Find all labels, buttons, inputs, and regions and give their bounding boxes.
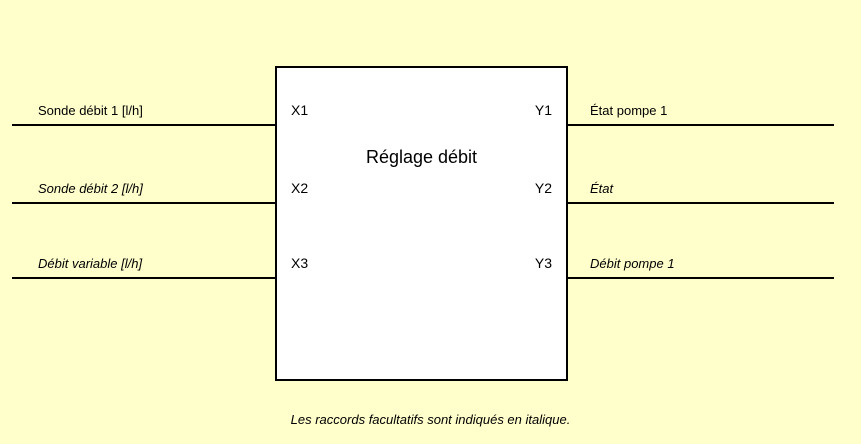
output-wire-y3 [566,277,834,279]
output-wire-y2 [566,202,834,204]
port-y3: Y3 [534,255,552,271]
input-wire-x1 [12,124,277,126]
input-label-x3: Débit variable [l/h] [38,256,143,271]
input-label-x1: Sonde débit 1 [l/h] [38,103,143,118]
port-y1: Y1 [534,102,552,118]
input-wire-x2 [12,202,277,204]
port-y2: Y2 [534,180,552,196]
output-label-y1: État pompe 1 [590,103,668,118]
output-wire-y1 [566,124,834,126]
function-block: Réglage débit X1 X2 X3 Y1 Y2 Y3 [275,66,568,381]
output-label-y2: État [590,181,614,196]
input-label-x2: Sonde débit 2 [l/h] [38,181,143,196]
port-x3: X3 [291,255,309,271]
function-block-title: Réglage débit [365,147,478,167]
input-wire-x3 [12,277,277,279]
port-x2: X2 [291,180,309,196]
diagram-caption: Les raccords facultatifs sont indiqués e… [290,412,571,427]
output-label-y3: Débit pompe 1 [590,256,675,271]
port-x1: X1 [291,102,309,118]
